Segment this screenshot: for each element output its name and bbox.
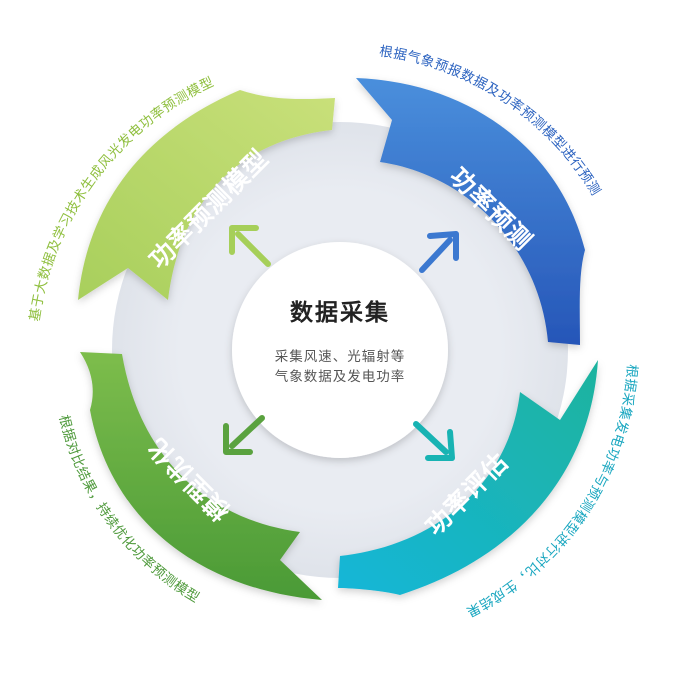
- center-subtitle-line2: 气象数据及发电功率: [275, 368, 406, 385]
- center-subtitle-line1: 采集风速、光辐射等: [275, 348, 406, 365]
- center-title: 数据采集: [290, 299, 390, 326]
- arrow-down-right-icon: [413, 421, 455, 461]
- arrow-down-left-icon: [223, 415, 265, 455]
- arrow-up-left-icon: [229, 225, 271, 267]
- arrow-up-right-icon: [419, 231, 459, 273]
- center-disc: [232, 242, 448, 458]
